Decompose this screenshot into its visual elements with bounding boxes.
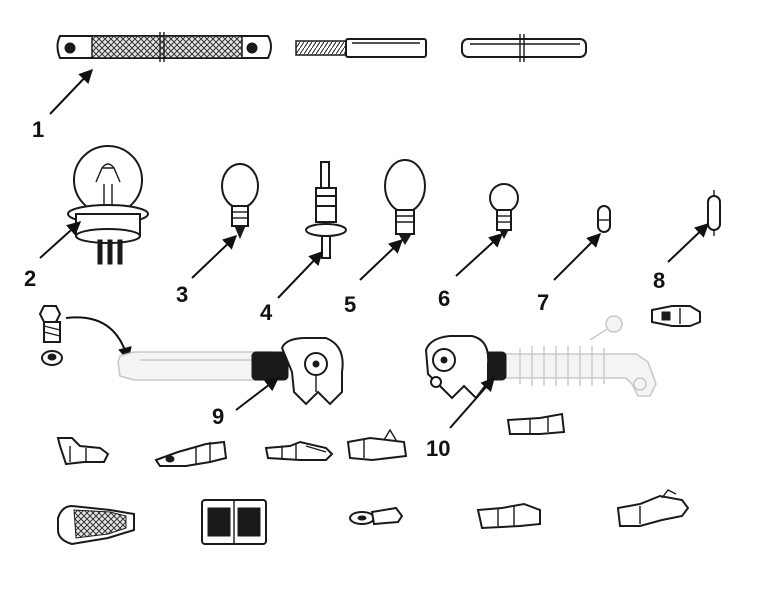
bulb-3-part [221,163,259,240]
bolt-pointer-arrow [65,316,132,362]
female-spade-b-part [616,489,690,527]
cable-part [295,38,427,58]
festoon-bulb-part [707,190,721,236]
nut-part [41,350,63,366]
halogen-bulb-part [305,161,347,259]
bulb-5-part [384,159,426,245]
bolt-part [38,305,62,343]
spade-terminal-a-part [154,440,228,467]
callout-label-4: 4 [260,300,273,325]
rubber-boot-part [57,504,135,546]
ring-terminal-part [349,506,404,526]
terminal-8-part [651,305,701,327]
sleeve-part [461,34,587,62]
callout-label-5: 5 [344,292,356,317]
callout-label-9: 9 [212,404,224,429]
battery-lead-10-part [424,315,657,400]
callout-label-8: 8 [653,268,665,293]
headlamp-bulb-part [67,145,149,265]
callout-label-1: 1 [32,117,44,142]
battery-lead-9-part [117,337,344,406]
double-terminal-part [346,428,408,462]
callout-label-3: 3 [176,282,188,307]
callout-arrows [39,68,710,429]
callout-label-10: 10 [426,436,450,461]
earth-strap-part [56,32,272,62]
callout-label-2: 2 [24,266,36,291]
spade-terminal-b-part [264,440,334,461]
callout-label-7: 7 [537,290,549,315]
callout-label-6: 6 [438,286,450,311]
spade-terminal-c-part [506,412,566,435]
bulb-6-part [489,183,519,240]
connector-block-part [201,499,267,545]
bullet-connector-part [56,437,110,466]
bulb-7-part [597,205,611,233]
callout-labels: 1 2 3 4 5 6 7 8 9 10 [24,117,665,461]
female-spade-a-part [476,502,541,530]
